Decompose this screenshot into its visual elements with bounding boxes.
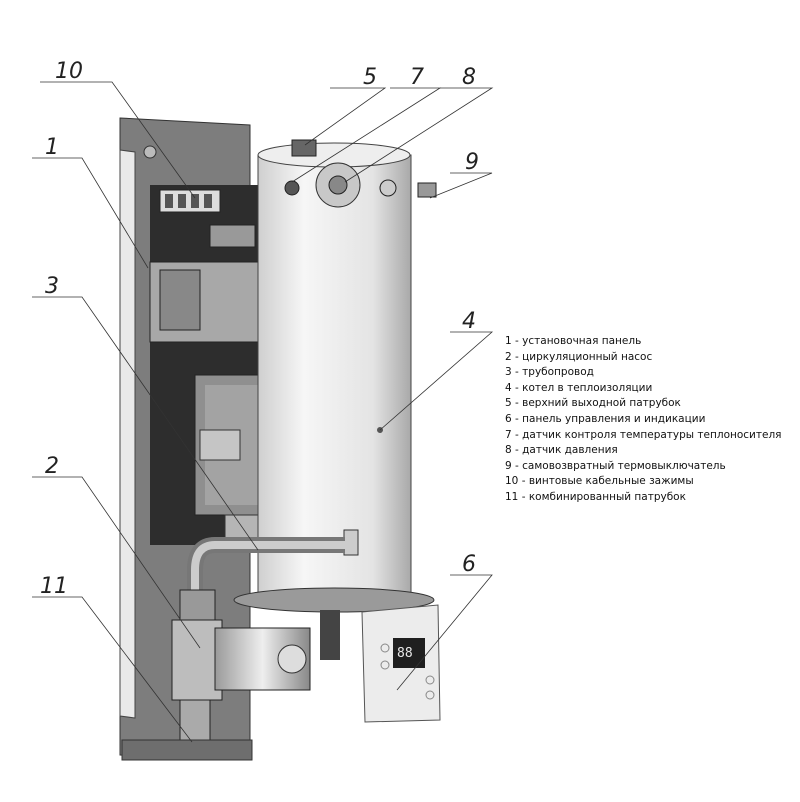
legend-item: 10 - винтовые кабельные зажимы (505, 475, 694, 488)
legend-item: 2 - циркуляционный насос (505, 350, 653, 363)
callout-numbers: 10 1 3 2 11 5 7 8 9 4 6 (40, 59, 479, 599)
display-value: 88 (397, 646, 413, 661)
callout-5: 5 (363, 65, 377, 90)
boiler-cylinder (233, 139, 437, 613)
legend-item: 7 - датчик контроля температуры теплонос… (505, 428, 782, 441)
callout-9: 9 (465, 150, 479, 175)
legend-item: 11 - комбинированный патрубок (505, 490, 686, 503)
legend-item: 9 - самовозвратный термовыключатель (505, 459, 726, 472)
legend-item: 5 - верхний выходной патрубок (505, 397, 681, 410)
callout-1: 1 (45, 135, 59, 160)
legend-item: 3 - трубопровод (505, 366, 594, 379)
legend-item: 6 - панель управления и индикации (505, 412, 706, 425)
callout-8: 8 (462, 65, 476, 90)
legend-item: 1 - установочная панель (505, 335, 642, 347)
callout-4: 4 (462, 309, 476, 334)
circulation-pump (121, 589, 340, 761)
leader-lines (32, 81, 494, 743)
callout-6: 6 (462, 552, 476, 577)
callout-7: 7 (410, 65, 424, 90)
control-panel: 88 (361, 604, 441, 723)
callout-3: 3 (45, 274, 59, 299)
callout-11: 11 (40, 574, 68, 599)
pipeline (187, 537, 345, 600)
callout-2: 2 (45, 454, 59, 479)
legend: 1 - установочная панель 2 - циркуляционн… (505, 334, 782, 506)
legend-item: 4 - котел в теплоизоляции (505, 381, 653, 394)
cable-terminals (159, 189, 221, 213)
legend-item: 8 - датчик давления (505, 444, 618, 457)
callout-10: 10 (55, 59, 83, 84)
